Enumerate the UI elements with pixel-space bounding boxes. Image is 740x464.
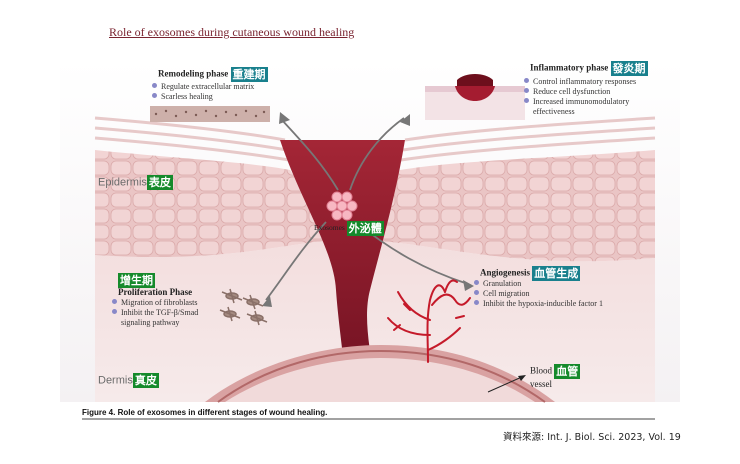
vessel-badge: 血管: [554, 364, 581, 379]
list-item: Inhibit the hypoxia-inducible factor 1: [474, 299, 603, 309]
exosomes-badge: 外泌體: [346, 221, 384, 236]
bullet-icon: [474, 290, 479, 295]
bullet-icon: [112, 299, 117, 304]
list-item: Reduce cell dysfunction: [524, 87, 636, 97]
list-item: Scarless healing: [152, 92, 254, 102]
list-item: Migration of fibroblasts: [112, 298, 198, 308]
proliferation-badge-wrap: 增生期: [118, 271, 155, 289]
angiogenesis-badge: 血管生成: [532, 266, 581, 281]
inflammatory-badge: 發炎期: [610, 61, 648, 76]
list-item: Control inflammatory responses: [524, 77, 636, 87]
bullet-icon: [474, 280, 479, 285]
angiogenesis-vessels: [387, 279, 471, 363]
remodeling-skin-sample: [150, 106, 270, 122]
remodeling-list: Regulate extracellular matrix Scarless h…: [152, 82, 254, 102]
exosomes-label-block: Exosomes 外泌體: [314, 221, 384, 236]
remodeling-badge: 重建期: [230, 67, 268, 82]
inflammatory-skin-sample: [425, 74, 525, 120]
list-item: Cell migration: [474, 289, 603, 299]
angiogenesis-block: Angiogenesis 血管生成: [480, 266, 581, 281]
remodeling-heading: Remodeling phase 重建期: [158, 67, 268, 82]
bullet-icon: [112, 309, 117, 314]
fibroblasts: [219, 288, 268, 326]
epidermis-layer: [95, 150, 655, 262]
dermis-badge: 真皮: [132, 373, 159, 388]
bullet-icon: [152, 93, 157, 98]
bullet-icon: [152, 83, 157, 88]
dermis-label: Dermis: [98, 374, 133, 387]
proliferation-badge: 增生期: [118, 272, 155, 288]
vessel-label-block: Blood 血管 vessel: [530, 364, 581, 390]
list-item: Granulation: [474, 279, 603, 289]
remodeling-label: Remodeling phase: [158, 68, 229, 79]
angiogenesis-list: Granulation Cell migration Inhibit the h…: [474, 279, 603, 309]
bullet-icon: [474, 300, 479, 305]
remodeling-phase-block: Remodeling phase 重建期: [158, 67, 268, 82]
exosomes-label: Exosomes: [314, 223, 345, 233]
list-item: signaling pathway: [121, 318, 180, 327]
bullet-icon: [524, 78, 529, 83]
list-item: Regulate extracellular matrix: [152, 82, 254, 92]
source-citation: 資料來源: Int. J. Biol. Sci. 2023, Vol. 19: [503, 432, 681, 443]
blood-vessel-pointer: [487, 375, 525, 393]
inflammatory-phase-block: Inflammatory phase 發炎期: [530, 61, 648, 76]
inflammatory-label: Inflammatory phase: [530, 62, 609, 73]
vessel-line1: Blood 血管: [530, 364, 581, 379]
exosome-cluster: [326, 191, 358, 221]
wound-cavity: [280, 140, 405, 402]
list-item: Increased immunomodulatory: [524, 97, 636, 107]
figure-title: Role of exosomes during cutaneous wound …: [109, 25, 355, 39]
vessel-line2: vessel: [530, 379, 552, 389]
proliferation-list: Migration of fibroblasts Inhibit the TGF…: [112, 298, 198, 328]
proliferation-label: Proliferation Phase: [118, 287, 193, 297]
list-item: effectiveness: [533, 107, 575, 116]
inflammatory-list: Control inflammatory responses Reduce ce…: [524, 77, 636, 117]
list-item: Inhibit the TGF-β/Smad: [112, 308, 198, 318]
dermis-layer: [95, 239, 655, 402]
angiogenesis-label: Angiogenesis: [480, 267, 531, 278]
bullet-icon: [524, 88, 529, 93]
epidermis-badge: 表皮: [146, 175, 173, 190]
epidermis-label: Epidermis: [98, 176, 147, 189]
inflammatory-heading: Inflammatory phase 發炎期: [530, 61, 648, 76]
figure-caption: Figure 4. Role of exosomes in different …: [82, 408, 328, 417]
angiogenesis-heading: Angiogenesis 血管生成: [480, 266, 581, 281]
bullet-icon: [524, 98, 529, 103]
stratum-corneum: [94, 116, 656, 162]
